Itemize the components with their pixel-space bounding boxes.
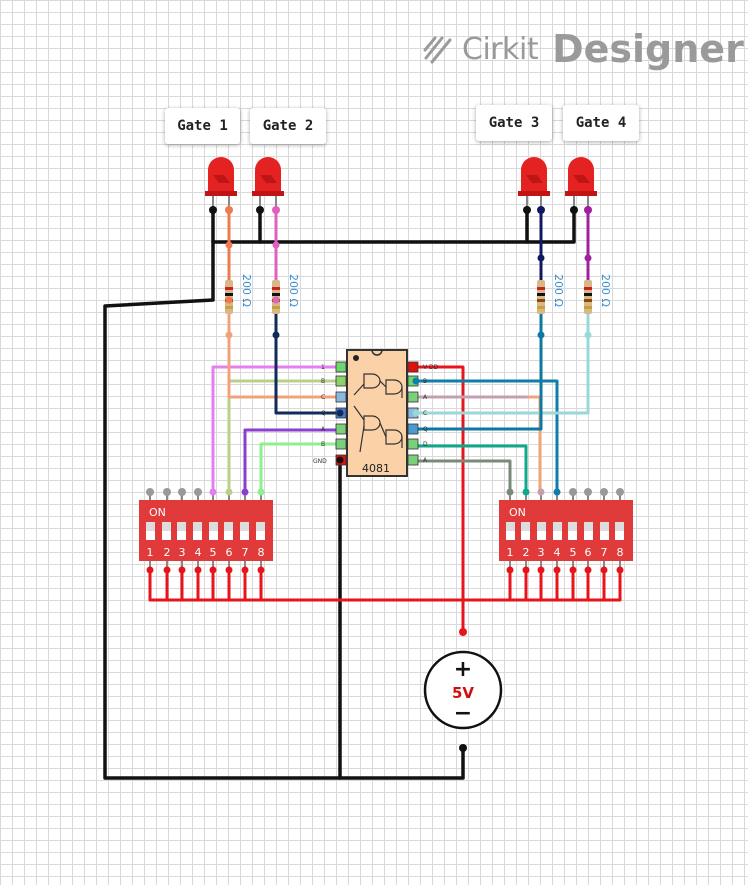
- power-wires: [148, 365, 622, 634]
- power-source-5v[interactable]: + 5V −: [423, 650, 503, 730]
- ic-pin-label: B: [423, 378, 427, 385]
- ic-pin-label: Q: [321, 410, 326, 417]
- gate-2-label: Gate 2: [250, 108, 326, 144]
- dip-position-label: 2: [164, 546, 171, 559]
- dip-on-label: ON: [149, 506, 166, 519]
- dip-position-label: 4: [554, 546, 561, 559]
- junction-dots: [209, 206, 592, 752]
- switch-power-bus: [148, 568, 622, 602]
- ic-pin-label: 1: [321, 364, 325, 371]
- dip-on-label: ON: [509, 506, 526, 519]
- ic-pin-label: A: [423, 457, 428, 464]
- resistor-3: [537, 280, 545, 335]
- ic-pin-label-vdd: V DD: [423, 364, 439, 371]
- ic-pin-label: C: [321, 394, 325, 401]
- plus-sign: +: [454, 657, 472, 682]
- cirkit-designer-logo: Cirkit Designer: [422, 24, 744, 74]
- gate-1-label: Gate 1: [165, 108, 240, 144]
- dip-position-label: 1: [507, 546, 514, 559]
- dip-position-label: 3: [179, 546, 186, 559]
- ic-4081[interactable]: 4081: [346, 349, 408, 477]
- led-2[interactable]: [252, 157, 284, 210]
- gate-3-label: Gate 3: [476, 105, 552, 141]
- vdd-wire: [411, 365, 465, 634]
- ic-pin-label: C: [423, 410, 427, 417]
- led-cathode-bus: [211, 208, 576, 244]
- resistor-4: [584, 280, 592, 335]
- ic-pin-label: D: [423, 441, 428, 448]
- resistor-3-label: 200 Ω: [552, 274, 565, 307]
- gate-4-label: Gate 4: [563, 105, 639, 141]
- dip-position-label: 8: [617, 546, 624, 559]
- dip-position-label: 2: [523, 546, 530, 559]
- dip-position-label: 6: [226, 546, 233, 559]
- dip-position-label: 5: [210, 546, 217, 559]
- dip-position-label: 5: [570, 546, 577, 559]
- voltage-label: 5V: [452, 684, 474, 702]
- led-1[interactable]: [205, 157, 237, 210]
- resistor-2-label: 200 Ω: [287, 274, 300, 307]
- ic-pin-label: Q: [423, 426, 428, 433]
- ic-pin-label: B: [321, 441, 325, 448]
- ic-left-pins: [335, 361, 347, 466]
- dip-position-label: 1: [147, 546, 154, 559]
- led-anode-wires: [227, 208, 590, 282]
- ic-pin-label-gnd: GND: [313, 458, 327, 465]
- resistor-2: [272, 280, 280, 335]
- ic-left-pin-labels: 1 B C Q A B GND: [313, 364, 327, 465]
- ic-pin-label: A: [423, 394, 428, 401]
- ground-wires: [103, 208, 576, 780]
- dip-switch-left[interactable]: ON 1 2 3 4 5 6 7 8: [139, 488, 273, 574]
- minus-sign: −: [454, 701, 472, 726]
- resistor-1: [225, 280, 233, 335]
- brand-name-designer: Designer: [552, 27, 744, 71]
- ic-part-number: 4081: [362, 462, 390, 475]
- brand-name-cirkit: Cirkit: [462, 31, 539, 67]
- dip-position-label: 3: [538, 546, 545, 559]
- dip-position-label: 4: [195, 546, 202, 559]
- resistor-4-label: 200 Ω: [599, 274, 612, 307]
- ic-pin-label: B: [321, 378, 325, 385]
- resistor-1-label: 200 Ω: [240, 274, 253, 307]
- dip-position-label: 6: [585, 546, 592, 559]
- dip-position-label: 7: [601, 546, 608, 559]
- dip-position-label: 7: [242, 546, 249, 559]
- led-3[interactable]: [518, 157, 550, 210]
- ic-pin-label: A: [321, 426, 326, 433]
- left-signal-wires: [211, 333, 542, 494]
- dip-switch-right[interactable]: ON 1 2 3 4 5 6 7 8: [499, 488, 633, 574]
- ground-return-wire: [103, 240, 465, 780]
- ic-right-pin-labels: V DD B A C Q D A: [423, 364, 439, 464]
- cirkit-logo-icon: [423, 36, 452, 64]
- led-4[interactable]: [565, 157, 597, 210]
- dip-position-label: 8: [258, 546, 265, 559]
- right-signal-wires: [411, 333, 590, 494]
